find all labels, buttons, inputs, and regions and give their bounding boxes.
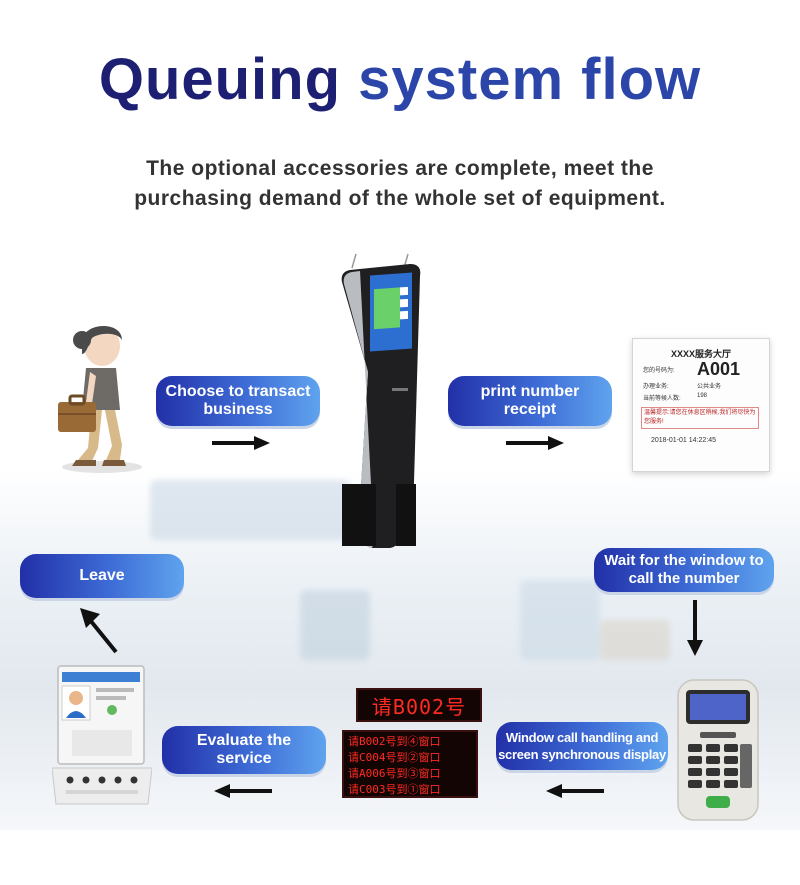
arrow-left-icon [214, 784, 272, 798]
subtitle-line-1: The optional accessories are complete, m… [146, 157, 654, 180]
background-shape [600, 620, 670, 660]
led-row-4: 请C003号到①窗口 [348, 783, 441, 796]
step-print-receipt: print number receipt [448, 376, 612, 426]
receipt-business: 公共业务 [697, 384, 722, 390]
receipt-date: 2018-01-01 14:22:45 [651, 437, 716, 444]
number-receipt: XXXX服务大厅 您的号码为: A001 办理业务: 公共业务 当前等候人数: … [632, 338, 770, 472]
led-row-1: 请B002号到④窗口 [348, 735, 441, 748]
step-window-call: Window call handling and screen synchron… [496, 722, 668, 770]
receipt-number: A001 [697, 359, 741, 379]
arrow-right-icon [506, 436, 564, 450]
step-leave: Leave [20, 554, 184, 598]
step-wait-label: Wait for the window to call the number [604, 552, 764, 587]
subtitle-line-2: purchasing demand of the whole set of eq… [134, 187, 666, 210]
call-device [677, 679, 759, 821]
step-choose-business: Choose to transact business [156, 376, 320, 426]
arrow-left-icon [546, 784, 604, 798]
step-evaluate-label: Evaluate the service [196, 732, 292, 767]
step-print-label: print number receipt [480, 383, 580, 418]
arrow-up-left-icon [80, 608, 118, 654]
led-top-line: 请B002号 [356, 688, 482, 722]
receipt-note: 温馨提示:请您在休息区稍候,我们将尽快为您服务! [641, 407, 759, 429]
background-shape [150, 480, 350, 540]
person-with-briefcase-icon [58, 325, 142, 473]
led-row-2: 请C004号到②窗口 [348, 751, 441, 764]
step-evaluate-service: Evaluate the service [162, 726, 326, 774]
title-part-1: Queuing [98, 47, 342, 112]
arrow-down-icon [687, 600, 703, 656]
kiosk-machine [341, 253, 421, 548]
title-part-2: system flow [358, 47, 702, 112]
page-subtitle: The optional accessories are complete, m… [60, 154, 740, 214]
evaluation-panel [52, 665, 152, 805]
receipt-number-label: 您的号码为: [643, 368, 675, 374]
led-row-3: 请A006号到③窗口 [348, 767, 441, 780]
background-shape [520, 580, 600, 660]
background-shape [300, 590, 370, 660]
page-title: Queuing system flow [0, 46, 800, 113]
led-main-board: 请B002号到④窗口 请C004号到②窗口 请A006号到③窗口 请C003号到… [342, 730, 478, 798]
receipt-waiting-label: 当前等候人数: [643, 396, 681, 402]
receipt-hall: XXXX服务大厅 [670, 349, 731, 359]
arrow-right-icon [212, 436, 270, 450]
step-window-label: Window call handling and screen synchron… [498, 730, 666, 762]
step-wait-call: Wait for the window to call the number [594, 548, 774, 592]
step-choose-label: Choose to transact business [165, 383, 311, 418]
step-leave-label: Leave [79, 567, 125, 584]
receipt-waiting: 198 [697, 393, 708, 399]
receipt-business-label: 办理业务: [643, 384, 669, 390]
